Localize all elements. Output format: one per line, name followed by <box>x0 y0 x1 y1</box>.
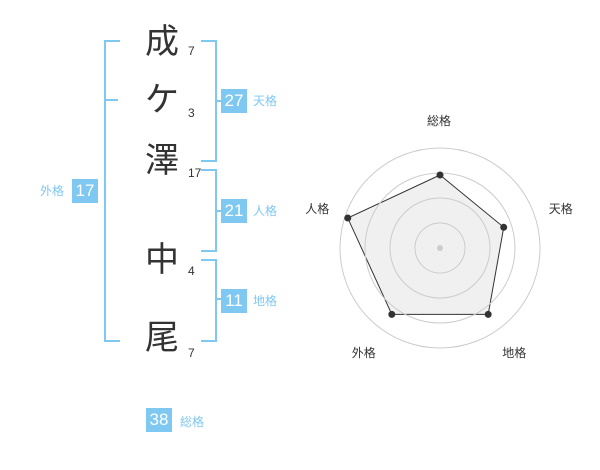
name-char-4: 中 <box>145 240 179 280</box>
name-char-2: ケ <box>145 80 179 120</box>
tenkaku-label: 天格 <box>253 94 278 108</box>
tenkaku-bracket-tick <box>215 100 221 102</box>
radar-point-2 <box>500 223 508 231</box>
name-char-3: 澤 <box>145 141 179 181</box>
radar-axis-label-4: 外格 <box>351 345 376 360</box>
chikaku-bracket-tick <box>215 298 221 300</box>
radar-axis-label-3: 地格 <box>502 345 527 360</box>
chikaku-value: 11 <box>221 289 247 313</box>
chikaku-label: 地格 <box>253 294 278 308</box>
radar-series-polygon <box>347 174 505 315</box>
gaikaku-bracket-tick <box>104 99 118 101</box>
jinkaku-bracket-tick <box>215 210 221 212</box>
radar-grid-ring <box>389 197 491 299</box>
gaikaku-value: 17 <box>72 179 98 203</box>
radar-axis-label-1: 総格 <box>427 114 452 128</box>
gaikaku-bracket <box>104 40 120 342</box>
stroke-count-5: 7 <box>188 346 195 360</box>
jinkaku-label: 人格 <box>253 204 278 218</box>
stroke-count-4: 4 <box>188 264 195 278</box>
name-char-1: 成 <box>145 22 179 62</box>
chikaku-bracket <box>201 259 217 342</box>
tenkaku-value: 27 <box>221 89 247 113</box>
soukaku-value: 38 <box>146 408 172 432</box>
jinkaku-value: 21 <box>221 199 247 223</box>
stroke-count-2: 3 <box>188 106 195 120</box>
radar-grid-ring <box>414 222 466 274</box>
radar-axis-label-5: 人格 <box>305 202 330 217</box>
name-char-5: 尾 <box>145 318 179 358</box>
radar-axis-label-2: 天格 <box>548 202 573 217</box>
stroke-count-1: 7 <box>188 44 195 58</box>
radar-center-dot <box>437 245 443 251</box>
stroke-count-3: 17 <box>188 166 202 180</box>
gaikaku-label: 外格 <box>40 184 65 198</box>
radar-point-3 <box>484 310 492 318</box>
radar-point-4 <box>388 310 396 318</box>
soukaku-label: 総格 <box>180 415 205 429</box>
radar-point-1 <box>436 171 444 179</box>
radar-grid-ring <box>339 147 541 349</box>
radar-point-5 <box>344 214 352 222</box>
